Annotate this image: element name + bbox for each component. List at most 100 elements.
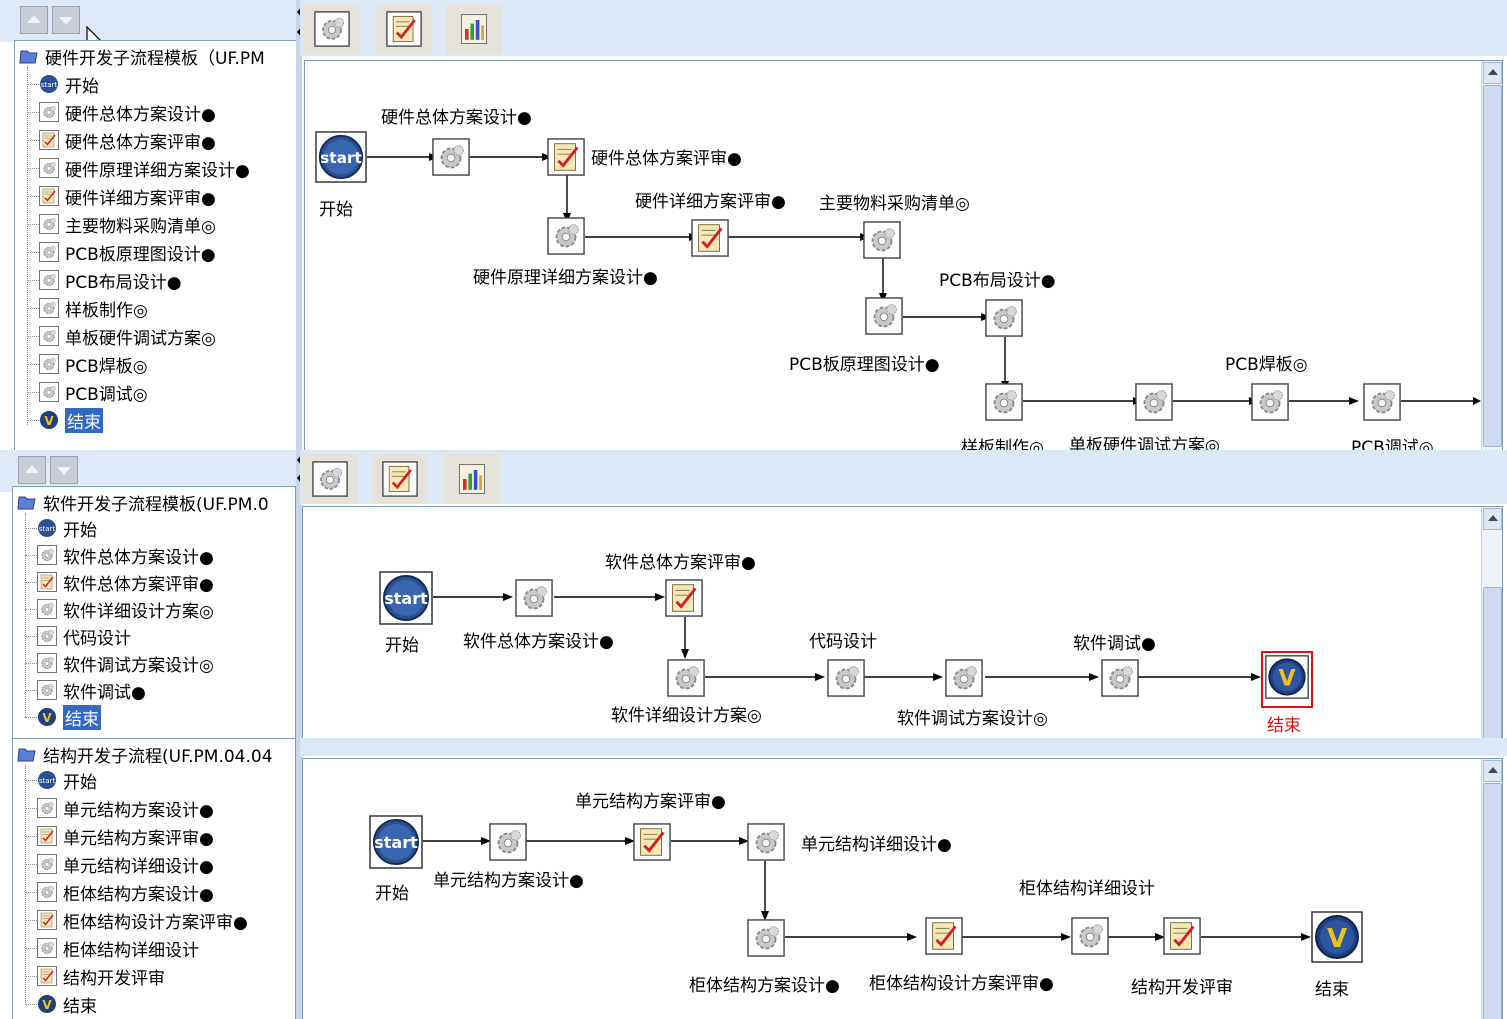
flow-node[interactable] (667, 659, 705, 702)
tree-item[interactable]: 硬件总体方案评审● (39, 127, 216, 153)
scroll-up-button[interactable] (1483, 760, 1502, 782)
tree-item[interactable]: 柜体结构设计方案评审● (37, 907, 248, 933)
nav-down-button[interactable] (50, 456, 78, 484)
flow-node[interactable] (1101, 659, 1139, 702)
tree-item[interactable]: 样板制作◎ (39, 295, 148, 321)
tree-item[interactable]: 单元结构方案评审● (37, 823, 214, 849)
tree-item[interactable]: 开始 (39, 71, 99, 97)
nav-up-button[interactable] (20, 6, 48, 34)
flow-node[interactable] (1135, 383, 1173, 426)
flow-node[interactable] (827, 659, 865, 702)
start-node[interactable] (315, 131, 367, 188)
tree-root[interactable]: 软件开发子流程模板(UF.PM.0 (17, 489, 269, 515)
flow-node[interactable] (985, 299, 1023, 342)
flow-node[interactable] (633, 823, 671, 866)
tree-item[interactable]: 开始 (37, 767, 97, 793)
flow-canvas[interactable]: 开始 硬件总体方案设计● 硬件总体方案评审● 硬件详细方案评审● 主要物料采购清… (304, 60, 1503, 450)
review-tool-button[interactable] (372, 454, 428, 504)
tree-item[interactable]: PCB调试◎ (39, 379, 148, 405)
flow-node[interactable] (547, 138, 585, 181)
scroll-thumb[interactable] (1483, 783, 1502, 1019)
tree-item-label: 开始 (63, 520, 97, 541)
tree-item[interactable]: 主要物料采购清单◎ (39, 211, 216, 237)
tree-root[interactable]: 结构开发子流程(UF.PM.04.04 (17, 741, 273, 767)
flow-node[interactable] (747, 823, 785, 866)
flow-node[interactable] (432, 138, 470, 181)
flow-node[interactable] (547, 217, 585, 260)
start-node[interactable] (369, 815, 423, 874)
expand-arrow-icon[interactable] (297, 472, 302, 484)
review-tool-button[interactable] (376, 4, 432, 54)
chart-icon (454, 461, 490, 497)
gear-task-icon (39, 382, 59, 402)
gear-task-icon (1101, 659, 1139, 697)
vertical-scrollbar[interactable] (1481, 61, 1502, 450)
tree-item[interactable]: 硬件详细方案评审● (39, 183, 216, 209)
tree-item[interactable]: 软件总体方案评审● (37, 569, 214, 595)
flow-node[interactable] (1251, 383, 1289, 426)
task-tool-button[interactable] (302, 454, 358, 504)
tree-item[interactable]: PCB板原理图设计● (39, 239, 216, 265)
tree-item[interactable]: 代码设计 (37, 623, 131, 649)
tree-item[interactable]: 单板硬件调试方案◎ (39, 323, 216, 349)
scroll-up-button[interactable] (1483, 508, 1502, 530)
folder-icon (19, 50, 38, 64)
flow-node[interactable] (985, 383, 1023, 426)
flow-node[interactable] (1071, 917, 1109, 960)
scroll-thumb[interactable] (1483, 587, 1502, 738)
splitter[interactable] (296, 0, 302, 450)
scroll-thumb[interactable] (1483, 85, 1502, 447)
tree-item[interactable]: 软件详细设计方案◎ (37, 596, 214, 622)
collapse-arrow-icon[interactable] (297, 454, 302, 466)
vertical-scrollbar[interactable] (1481, 507, 1502, 738)
flow-node[interactable] (489, 823, 527, 866)
gear-task-icon (515, 579, 553, 617)
tree-item[interactable]: 结构开发评审 (37, 963, 165, 989)
flow-node[interactable] (515, 579, 553, 622)
splitter[interactable] (296, 450, 302, 738)
tree-item[interactable]: 软件调试● (37, 677, 146, 703)
flow-node[interactable] (691, 219, 729, 262)
splitter[interactable] (296, 738, 302, 1019)
vertical-scrollbar[interactable] (1481, 759, 1502, 1019)
chart-tool-button[interactable] (444, 454, 500, 504)
tree-item[interactable]: PCB布局设计● (39, 267, 182, 293)
tree-item[interactable]: 硬件总体方案设计● (39, 99, 216, 125)
tree-item[interactable]: 硬件原理详细方案设计● (39, 155, 250, 181)
task-tool-button[interactable] (304, 4, 360, 54)
nav-up-button[interactable] (18, 456, 46, 484)
tree-item[interactable]: 柜体结构详细设计 (37, 935, 199, 961)
tree-item[interactable]: 结束 (39, 407, 103, 433)
gear-task-icon (37, 938, 57, 958)
flow-node[interactable] (865, 297, 903, 340)
start-node[interactable] (379, 571, 433, 630)
expand-arrow-icon[interactable] (297, 26, 302, 38)
scroll-up-button[interactable] (1483, 62, 1502, 84)
tree-item[interactable]: 软件总体方案设计● (37, 542, 214, 568)
tree-item-label: 代码设计 (63, 628, 131, 649)
end-node[interactable] (1261, 651, 1313, 708)
tree-item[interactable]: 单元结构详细设计● (37, 851, 214, 877)
flow-node[interactable] (1363, 383, 1401, 426)
flow-diagram (433, 593, 1261, 681)
flow-node[interactable] (925, 917, 963, 960)
flow-canvas[interactable]: 开始 软件总体方案评审● 软件总体方案设计● 代码设计 软件调试● 软件详细设计… (302, 506, 1503, 738)
nav-down-button[interactable] (52, 6, 80, 34)
tree-item[interactable]: PCB焊板◎ (39, 351, 148, 377)
flow-node[interactable] (863, 221, 901, 264)
flow-canvas[interactable]: 单元结构方案评审● 单元结构详细设计● 开始 单元结构方案设计● 柜体结构详细设… (302, 758, 1503, 1019)
tree-item[interactable]: 单元结构方案设计● (37, 795, 214, 821)
end-node[interactable] (1311, 911, 1363, 968)
tree-item[interactable]: 结束 (37, 704, 101, 730)
flow-node[interactable] (665, 579, 703, 622)
collapse-arrow-icon[interactable] (297, 6, 302, 18)
chart-tool-button[interactable] (446, 4, 502, 54)
flow-node[interactable] (1163, 917, 1201, 960)
tree-root[interactable]: 硬件开发子流程模板（UF.PM (19, 43, 265, 69)
tree-item[interactable]: 软件调试方案设计◎ (37, 650, 214, 676)
tree-item[interactable]: 结束 (37, 991, 97, 1017)
tree-item[interactable]: 柜体结构方案设计● (37, 879, 214, 905)
flow-node[interactable] (945, 659, 983, 702)
flow-node[interactable] (747, 919, 785, 962)
tree-item[interactable]: 开始 (37, 515, 97, 541)
